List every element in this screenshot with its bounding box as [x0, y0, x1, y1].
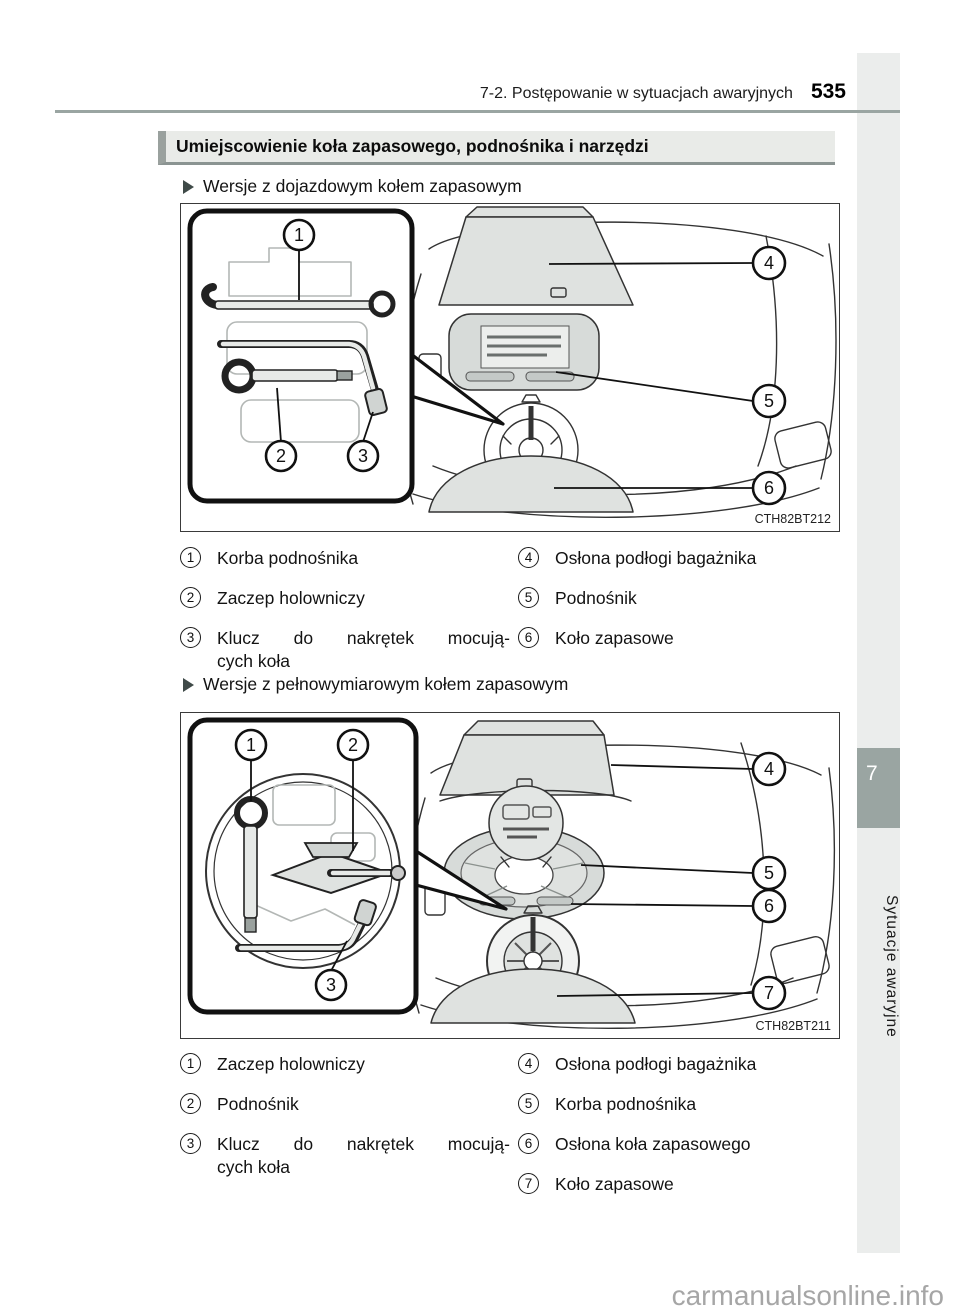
legend-item: 5 Korba podnośnika: [518, 1093, 848, 1116]
section-title-bar: Umiejscowienie koła zapasowego, podnośni…: [158, 131, 835, 165]
page-title: Umiejscowienie koła zapasowego, podnośni…: [176, 136, 649, 156]
legend-item: 6 Koło zapasowe: [518, 627, 848, 650]
legend1-right-column: 4 Osłona podłogi bagażnika 5 Podnośnik 6…: [518, 547, 848, 667]
legend-item: 6 Osłona koła zapasowego: [518, 1133, 848, 1156]
svg-text:5: 5: [764, 391, 774, 411]
legend-item: 4 Osłona podłogi bagażnika: [518, 547, 848, 570]
svg-text:7: 7: [764, 983, 774, 1003]
svg-text:6: 6: [764, 478, 774, 498]
page-number: 535: [810, 80, 846, 103]
breadcrumb: 7-2. Postępowanie w sytuacjach awaryjnyc…: [479, 85, 793, 102]
figure-compact-spare-diagram: 1 2 3 4 5 6 CTH82BT212: [180, 203, 840, 532]
legend-item: 2 Podnośnik: [180, 1093, 510, 1116]
legend-item: 1 Korba podnośnika: [180, 547, 510, 570]
legend-item: 5 Podnośnik: [518, 587, 848, 610]
svg-text:3: 3: [358, 446, 368, 466]
figure-callouts: 4 5 6 7: [556, 751, 787, 1011]
legend2-left-column: 1 Zaczep holowniczy 2 Podnośnik 3 Klucz …: [180, 1053, 510, 1196]
svg-text:2: 2: [276, 446, 286, 466]
chapter-side-strip: [857, 53, 900, 1253]
tool-inset-box: 1 2 3: [187, 717, 508, 1015]
svg-text:4: 4: [764, 759, 774, 779]
compact-spare-illustration: 1 2 3 4 5 6 CTH82BT212: [187, 206, 837, 526]
legend-item: 2 Zaczep holowniczy: [180, 587, 510, 610]
arrow-bullet-icon: [183, 179, 194, 194]
legend-item: 4 Osłona podłogi bagażnika: [518, 1053, 848, 1076]
header-rule: [55, 110, 900, 113]
watermark: carmanualsonline.info: [671, 1280, 944, 1311]
page-header: 7-2. Postępowanie w sytuacjach awaryjnyc…: [0, 80, 846, 104]
chapter-number-tab: 7: [857, 748, 900, 828]
figure-callouts: 4 5 6: [548, 245, 787, 506]
car-trunk-drawing: [399, 206, 837, 518]
chapter-title-vertical: Sytuacje awaryjne: [883, 894, 900, 1038]
legend-item: 3 Klucz do nakrętek mocują- cych koła: [180, 1133, 510, 1179]
figure-code: CTH82BT212: [755, 512, 831, 526]
svg-text:6: 6: [764, 896, 774, 916]
figure-fullsize-spare-diagram: 1 2 3 4 5 6 7: [180, 712, 840, 1039]
legend-item: 1 Zaczep holowniczy: [180, 1053, 510, 1076]
svg-text:2: 2: [348, 735, 358, 755]
figure-code: CTH82BT211: [756, 1019, 832, 1033]
legend-item: 3 Klucz do nakrętek mocują- cych koła: [180, 627, 510, 673]
svg-text:3: 3: [326, 975, 336, 995]
legend-item: 7 Koło zapasowe: [518, 1173, 848, 1196]
legend1-left-column: 1 Korba podnośnika 2 Zaczep holowniczy 3…: [180, 547, 510, 690]
tool-inset-box: 1 2 3: [187, 208, 505, 504]
chapter-number: 7: [866, 762, 878, 785]
subsection-heading-fullsize-spare: Wersje z pełnowymiarowym kołem zapasowym: [183, 674, 568, 695]
subsection-heading-compact-spare: Wersje z dojazdowym kołem zapasowym: [183, 176, 522, 197]
legend2-right-column: 4 Osłona podłogi bagażnika 5 Korba podno…: [518, 1053, 848, 1213]
svg-text:1: 1: [294, 225, 304, 245]
svg-text:1: 1: [246, 735, 256, 755]
svg-text:4: 4: [764, 253, 774, 273]
fullsize-spare-illustration: 1 2 3 4 5 6 7: [187, 717, 836, 1033]
svg-text:5: 5: [764, 863, 774, 883]
arrow-bullet-icon: [183, 677, 194, 692]
